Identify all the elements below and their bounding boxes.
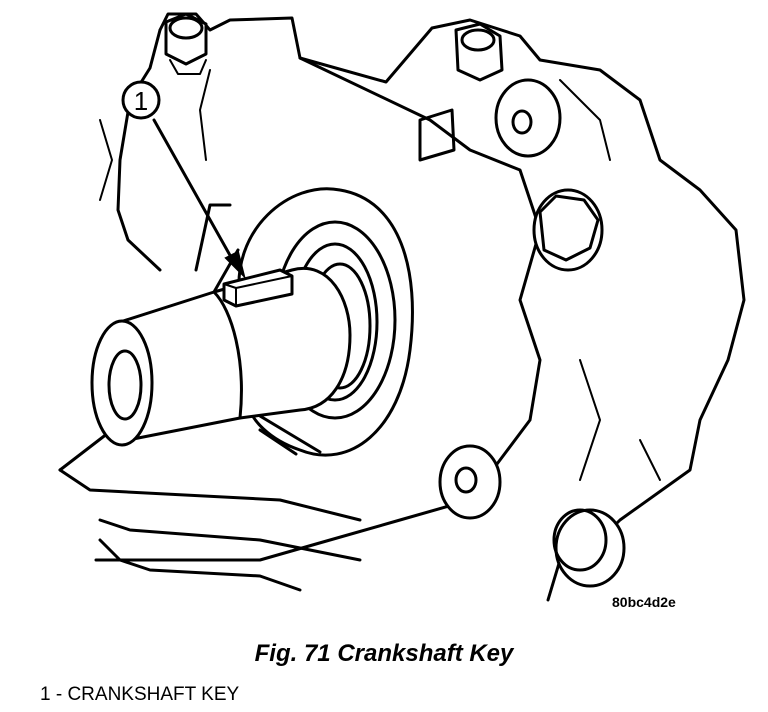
- bolt-top-right: [454, 22, 504, 82]
- bolt-right-middle: [532, 188, 604, 272]
- image-code: 80bc4d2e: [612, 594, 676, 610]
- crankshaft-illustration: 1: [58, 12, 746, 602]
- callout-1: 1: [121, 80, 246, 280]
- crankshaft-key: [222, 268, 294, 308]
- engine-block: [58, 12, 746, 602]
- figure-caption: Fig. 71 Crankshaft Key: [254, 640, 514, 667]
- bolt-top-left: [164, 12, 208, 75]
- boss-lower: [438, 444, 502, 520]
- boss-right: [494, 78, 562, 158]
- crankshaft: [90, 266, 352, 447]
- callout-number: 1: [134, 86, 148, 116]
- legend-item: 1 - CRANKSHAFT KEY: [40, 684, 240, 705]
- plug-lower-right: [552, 508, 626, 588]
